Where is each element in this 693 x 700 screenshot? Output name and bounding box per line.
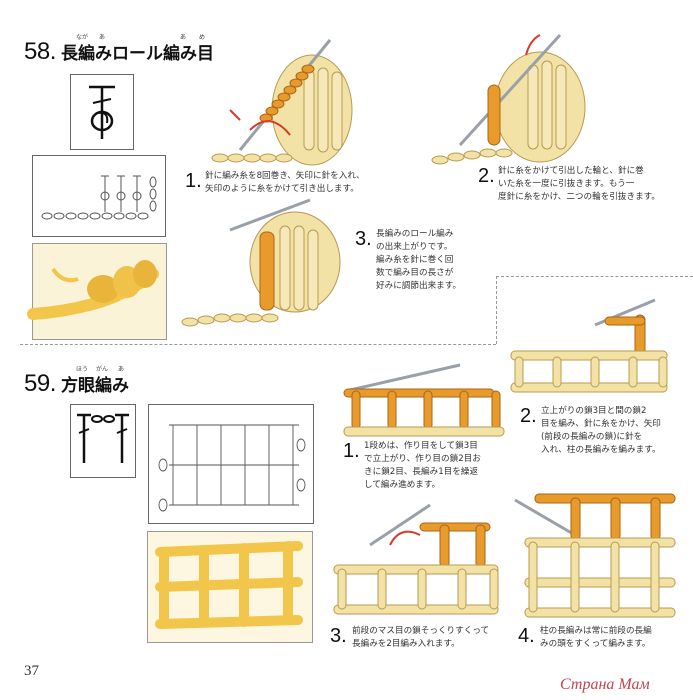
step-text-line: 入れ、柱の長編みを編みます。 [541, 445, 661, 455]
filet-mesh-chart [158, 424, 306, 512]
step-text-line: 矢印のように糸をかけて引き出します。 [205, 184, 359, 194]
roll-stitch-symbol-box [70, 74, 134, 150]
filet-step4-illustration [514, 493, 676, 618]
ruby-text: あ [99, 34, 106, 41]
ruby-text: ほう [76, 366, 89, 373]
step-text-line: の出来上がりです。 [376, 242, 453, 252]
step-text-line: きに鎖2目、長編み1目を繰返 [364, 467, 479, 477]
step-text-line: 立上がりの鎖3目と間の鎖2 [541, 406, 647, 416]
section-58-title: 長編みロール編み目 [60, 44, 214, 64]
divider [20, 344, 496, 345]
page-number: 37 [24, 663, 39, 679]
step-text-line: 針に編み糸を8回巻き、矢印に針を入れ、 [205, 171, 365, 181]
filet-step1-illustration [343, 363, 505, 437]
step-text-line: 好みに調節出来ます。 [376, 281, 462, 291]
ruby-text: あ [118, 366, 125, 373]
step-3-text: 前段のマス目の鎖そっくりすくって 長編みを2目編み入れます。 [352, 625, 517, 651]
divider [496, 276, 693, 277]
step-number: 3. [355, 228, 372, 250]
ruby-text: なが [76, 34, 89, 41]
step-number: 3. [330, 625, 347, 647]
step-text-line: みの頭をすくって編みます。 [540, 639, 651, 649]
roll-stitch-step1-illustration [211, 39, 353, 166]
filet-mesh-sample-image [155, 541, 303, 629]
step-text-line: 数で編み目の長さが [376, 268, 454, 278]
filet-step3-illustration [333, 503, 499, 615]
step-text-line: 1段めは、作り目をして鎖3目 [364, 441, 478, 451]
section-59-heading: 59. 方眼編み [24, 370, 129, 398]
step-text-line: 長編みのロール編み [376, 229, 454, 239]
roll-stitch-step2-illustration [431, 33, 586, 165]
filet-step2-illustration [510, 298, 668, 393]
section-58-number: 58. [24, 38, 56, 65]
section-59-number: 59. [24, 370, 56, 397]
step-2-text: 立上がりの鎖3目と間の鎖2 目を編み、針に糸をかけ、矢印 (前段の長編みの鎖)に… [541, 405, 689, 457]
step-text-line: いた糸を一度に引抜きます。もう一 [498, 179, 635, 189]
step-2-text: 針に糸をかけて引出した輪と、針に巻 いた糸を一度に引抜きます。もう一 度針に糸を… [498, 165, 690, 204]
step-text-line: 度針に糸をかけ、二つの輪を引抜きます。 [498, 192, 660, 202]
step-4-text: 柱の長編みは常に前段の長編 みの頭をすくって編みます。 [540, 625, 690, 651]
roll-stitch-photo [27, 243, 167, 340]
step-text-line: 柱の長編みは常に前段の長編 [540, 626, 652, 636]
filet-mesh-symbol-icon [77, 413, 129, 463]
ruby-text: あ [180, 34, 187, 41]
step-text-line: (前段の長編みの鎖)に針を [541, 432, 643, 442]
ruby-text: め [199, 34, 206, 41]
step-3-text: 長編みのロール編み の出来上がりです。 編み糸を針に巻く回 数で編み目の長さが … [376, 228, 486, 293]
section-58-heading: 58. 長編みロール編み目 [24, 38, 214, 66]
step-text-line: 前段のマス目の鎖そっくりすくって [352, 626, 490, 636]
step-text-line: 長編みを2目編み入れます。 [352, 639, 460, 649]
step-text-line: して編み進めます。 [364, 480, 441, 490]
filet-mesh-photo [147, 531, 313, 643]
step-text-line: 編み糸を針に巻く回 [376, 255, 454, 265]
step-number: 4. [518, 625, 535, 647]
roll-stitch-chart [41, 175, 157, 220]
roll-stitch-step3-illustration [181, 198, 341, 327]
step-number: 1. [343, 440, 360, 462]
step-1-text: 1段めは、作り目をして鎖3目 で立上がり、作り目の鎖2目お きに鎖2目、長編み1… [364, 440, 514, 492]
ruby-text: がん [96, 366, 109, 373]
filet-mesh-symbol-box [70, 404, 136, 478]
step-number: 1. [185, 170, 202, 192]
step-text-line: 目を編み、針に糸をかけ、矢印 [541, 419, 661, 429]
step-1-text: 針に編み糸を8回巻き、矢印に針を入れ、 矢印のように糸をかけて引き出します。 [205, 170, 405, 196]
step-number: 2. [478, 165, 495, 187]
step-number: 2. [520, 405, 537, 427]
filet-mesh-chart-box [148, 404, 314, 524]
section-59-title: 方眼編み [60, 376, 129, 396]
divider [496, 276, 497, 344]
step-text-line: 針に糸をかけて引出した輪と、針に巻 [498, 166, 644, 176]
roll-stitch-symbol-icon [89, 85, 115, 139]
watermark: Страна Мам [560, 676, 650, 693]
step-text-line: で立上がり、作り目の鎖2目お [364, 454, 481, 464]
roll-stitch-sample-image [27, 260, 159, 320]
roll-stitch-chart-box [32, 155, 166, 237]
